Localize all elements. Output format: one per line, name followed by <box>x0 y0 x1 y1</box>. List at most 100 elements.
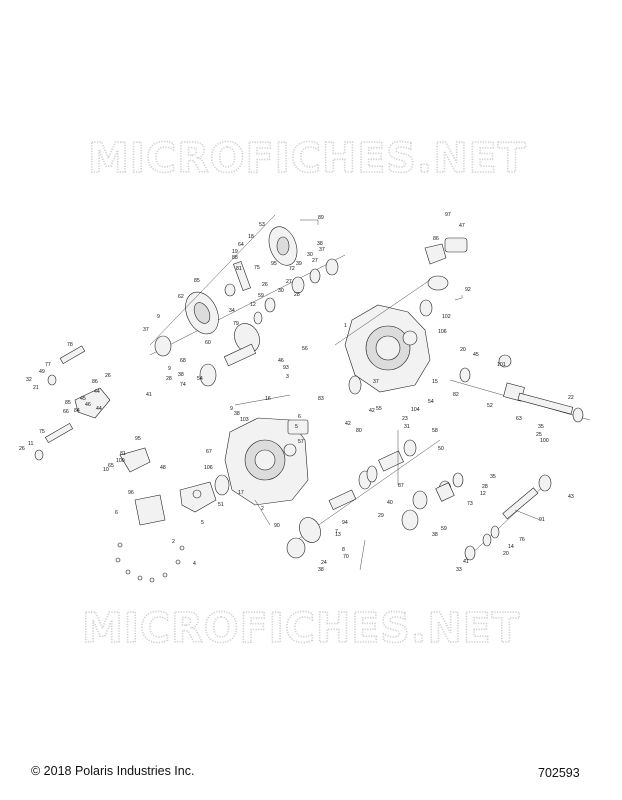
callout-number: 24 <box>321 560 327 566</box>
callout-number: 19 <box>232 249 238 255</box>
callout-number: 92 <box>465 287 471 293</box>
callout-number: 25 <box>536 432 542 438</box>
callout-number: 75 <box>39 429 45 435</box>
callout-number: 6 <box>298 414 301 420</box>
callout-number: 59 <box>258 293 264 299</box>
callout-number: 66 <box>63 409 69 415</box>
callout-number: 58 <box>432 428 438 434</box>
callout-number: 39 <box>296 261 302 267</box>
callout-number: 37 <box>319 247 325 253</box>
callout-number: 9 <box>168 366 171 372</box>
callout-number: 4 <box>193 561 196 567</box>
callout-number: 54 <box>428 399 434 405</box>
callout-number: 27 <box>312 258 318 264</box>
callout-number: 5 <box>201 520 204 526</box>
callout-number: 54 <box>197 376 203 382</box>
callout-number: 106 <box>204 465 213 471</box>
callout-number: 28 <box>482 484 488 490</box>
callout-number: 28 <box>294 292 300 298</box>
callout-number: 22 <box>568 395 574 401</box>
callout-number: 8 <box>342 547 345 553</box>
callout-number: 95 <box>271 261 277 267</box>
callout-number: 38 <box>234 411 240 417</box>
right-case-housing <box>344 237 468 395</box>
callout-number: 16 <box>265 396 271 402</box>
callout-number: 77 <box>45 362 51 368</box>
callout-number: 33 <box>456 567 462 573</box>
callout-number: 41 <box>146 392 152 398</box>
callout-number: 43 <box>568 494 574 500</box>
callout-number: 84 <box>74 408 80 414</box>
callout-number: 100 <box>540 438 549 444</box>
callout-number: 11 <box>28 441 33 447</box>
lower-gear-train <box>286 439 464 559</box>
callout-number: 31 <box>404 424 410 430</box>
watermark-bottom: MICROFICHES.NET <box>82 604 521 652</box>
callout-number: 97 <box>445 212 451 218</box>
callout-number: 83 <box>318 396 324 402</box>
callout-number: 21 <box>33 385 39 391</box>
callout-number: 15 <box>432 379 438 385</box>
callout-number: 38 <box>432 532 438 538</box>
callout-number: 29 <box>378 513 384 519</box>
callout-number: 73 <box>467 501 473 507</box>
callout-number: 90 <box>274 523 280 529</box>
callout-number: 94 <box>342 520 348 526</box>
callout-number: 70 <box>343 554 349 560</box>
copyright-notice: © 2018 Polaris Industries Inc. <box>31 764 195 778</box>
callout-number: 86 <box>433 236 439 242</box>
callout-number: 35 <box>490 474 496 480</box>
callout-number: 47 <box>459 223 465 229</box>
left-shift-forks <box>34 345 151 473</box>
callout-number: 1 <box>344 323 347 329</box>
callout-number: 104 <box>411 407 420 413</box>
callout-number: 72 <box>289 266 295 272</box>
callout-number: 51 <box>218 502 224 508</box>
callout-number: 64 <box>238 242 244 248</box>
callout-number: 18 <box>248 234 254 240</box>
lower-right-shaft <box>464 474 552 561</box>
callout-number: 86 <box>92 379 98 385</box>
watermark-top: MICROFICHES.NET <box>88 134 527 182</box>
callout-number: 26 <box>105 373 111 379</box>
callout-number: 85 <box>65 400 71 406</box>
callout-number: 2 <box>261 506 264 512</box>
callout-number: 44 <box>96 406 102 412</box>
callout-number: 91 <box>539 517 545 523</box>
callout-number: 80 <box>356 428 362 434</box>
callout-number: 75 <box>254 265 260 271</box>
callout-number: 6 <box>115 510 118 516</box>
callout-number: 68 <box>180 358 186 364</box>
callout-number: 41 <box>463 559 469 565</box>
callout-number: 37 <box>373 379 379 385</box>
callout-number: 89 <box>318 215 324 221</box>
upper-gear-assembly <box>149 226 346 387</box>
center-case-housing <box>214 417 309 506</box>
callout-number: 9 <box>157 314 160 320</box>
output-shaft-right <box>449 354 591 423</box>
callout-number: 12 <box>480 491 486 497</box>
callout-number: 103 <box>240 417 249 423</box>
callout-number: 17 <box>238 490 244 496</box>
callout-number: 62 <box>178 294 184 300</box>
lower-left-bracket <box>115 481 217 583</box>
callout-number: 30 <box>278 288 284 294</box>
callout-number: 81 <box>120 451 126 457</box>
callout-number: 88 <box>232 255 238 261</box>
callout-number: 26 <box>262 282 268 288</box>
callout-number: 5 <box>295 424 298 430</box>
callout-number: 101 <box>497 362 506 368</box>
callout-number: 53 <box>259 222 265 228</box>
callout-number: 79 <box>233 321 239 327</box>
leader-lines <box>149 214 541 571</box>
callout-number: 10 <box>103 467 109 473</box>
callout-number: 95 <box>135 436 141 442</box>
callout-number: 2 <box>172 539 175 545</box>
callout-number: 23 <box>402 416 408 422</box>
callout-number: 14 <box>508 544 514 550</box>
callout-number: 9 <box>230 406 233 412</box>
callout-number: 82 <box>453 392 459 398</box>
callout-number: 63 <box>516 416 522 422</box>
callout-number: 93 <box>283 365 289 371</box>
